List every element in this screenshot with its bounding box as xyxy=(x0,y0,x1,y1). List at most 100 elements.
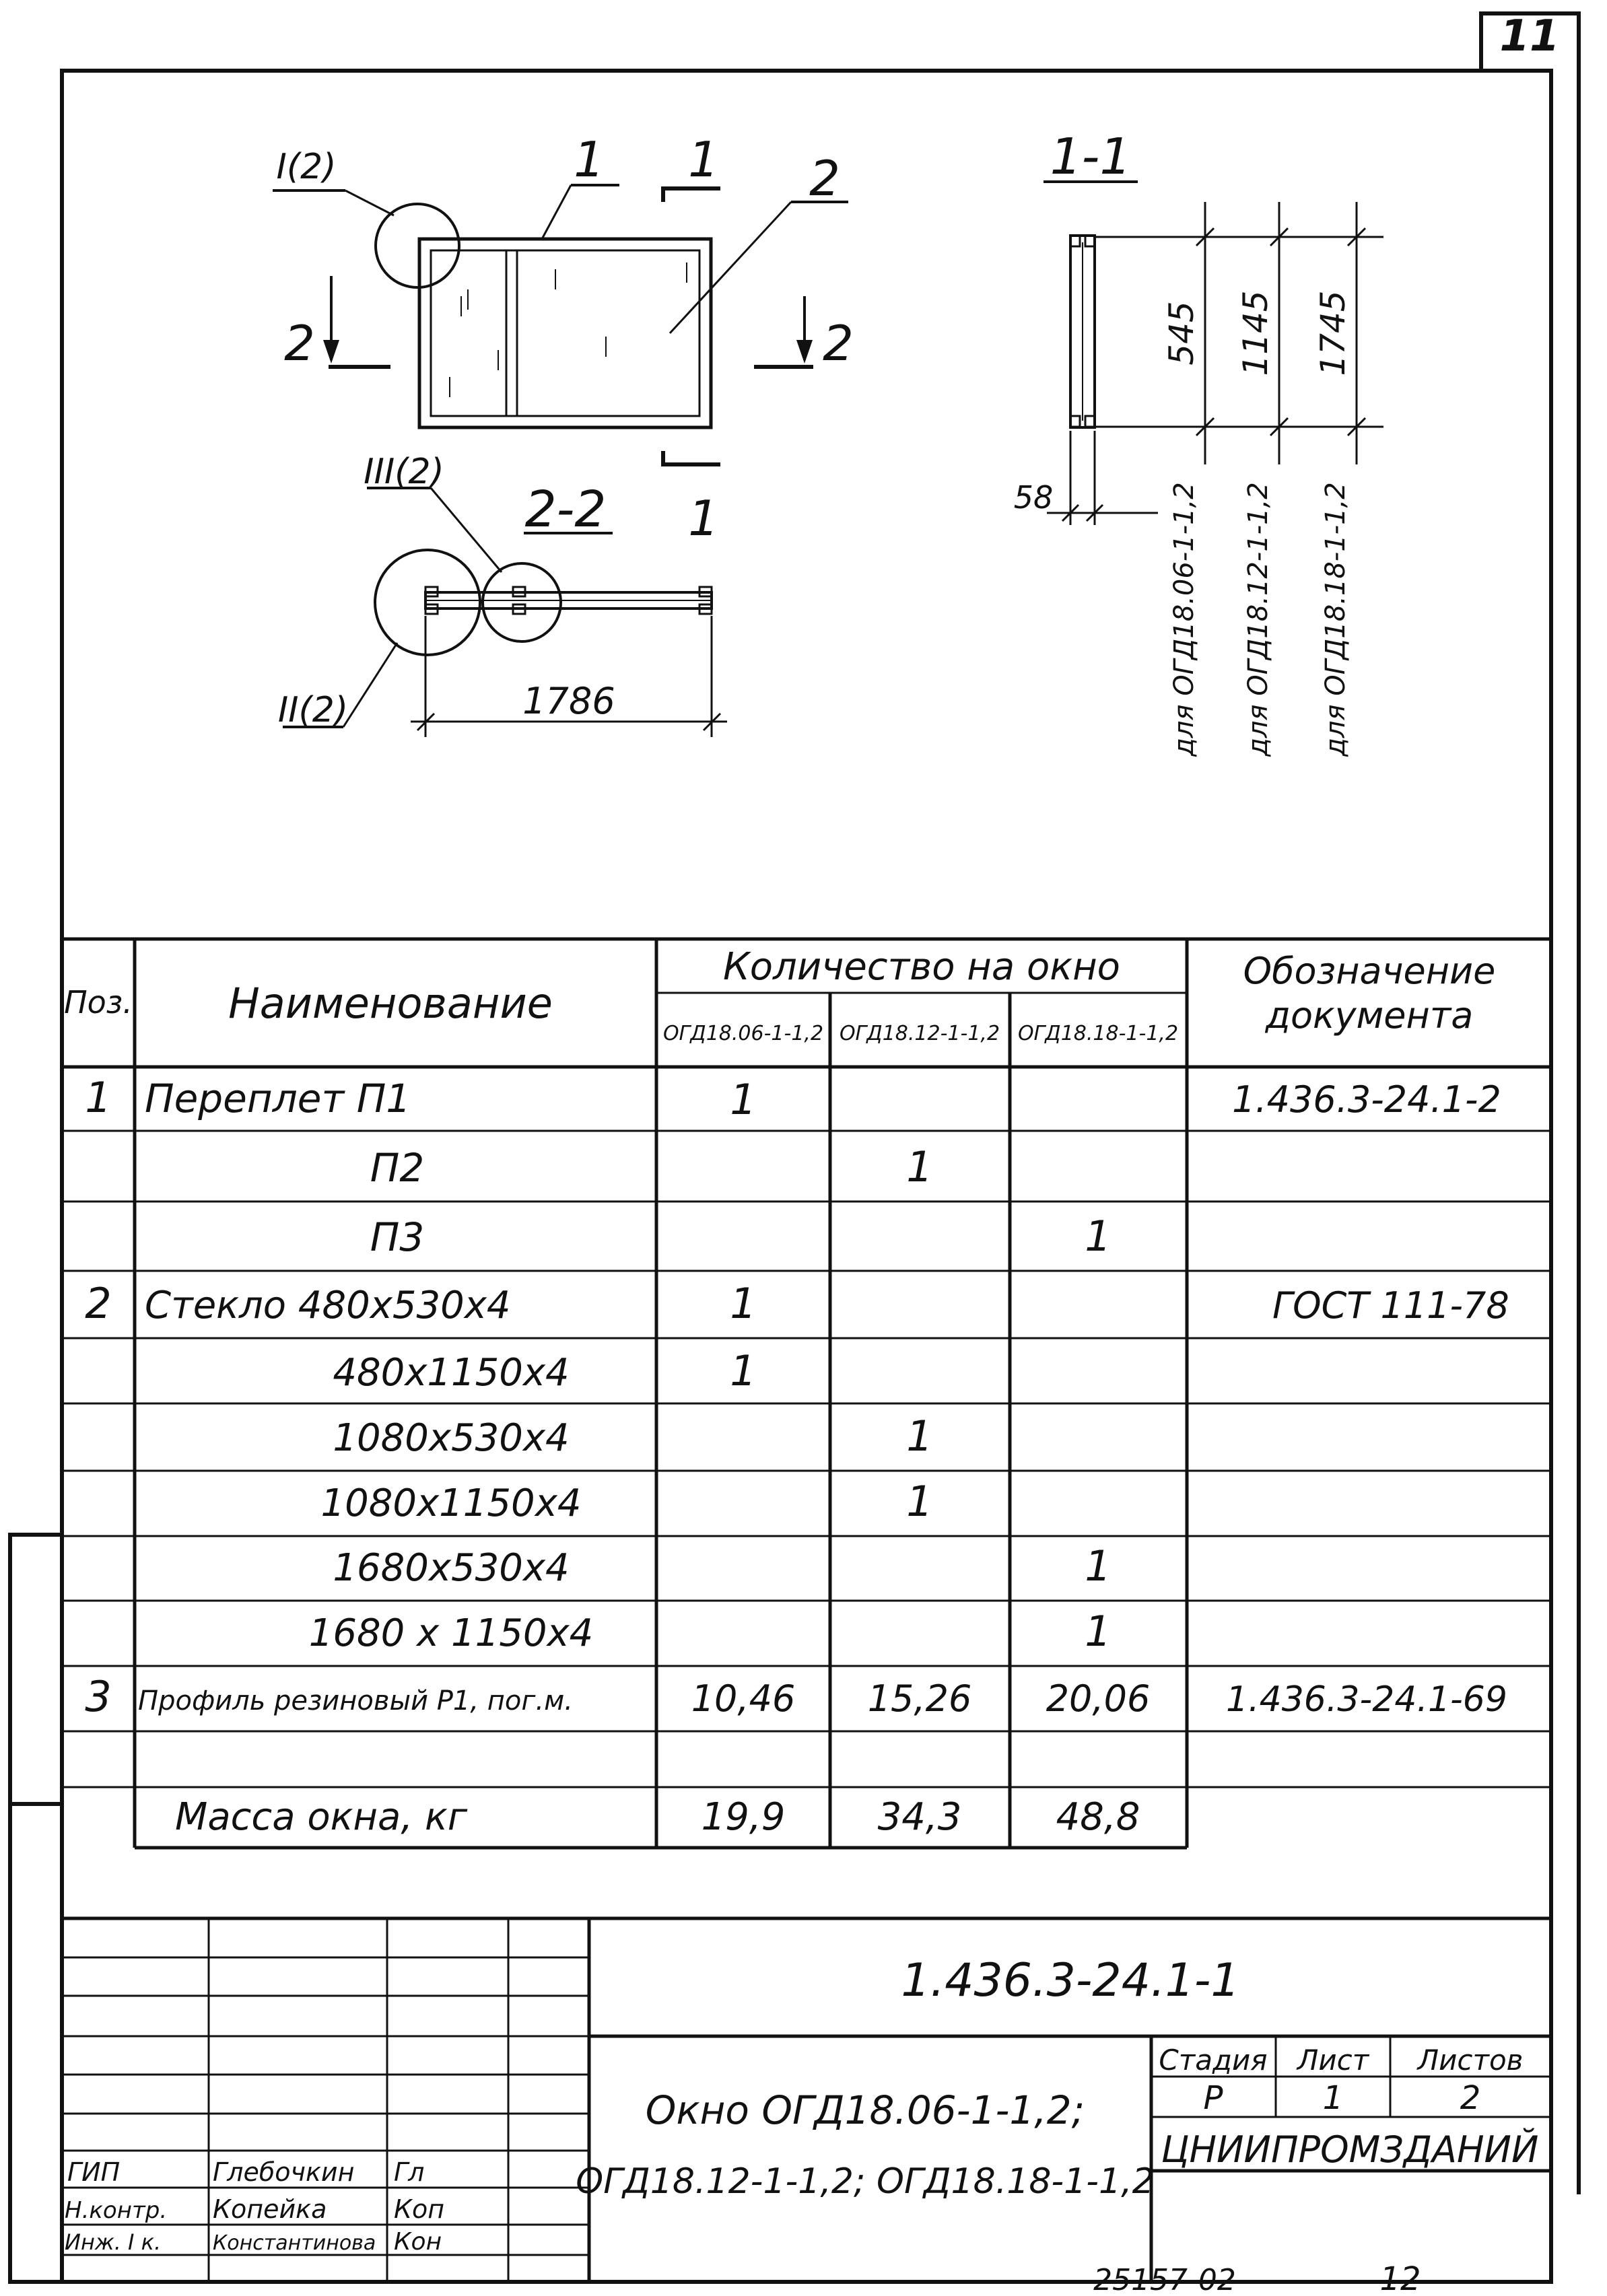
signature-mark: Коп xyxy=(394,2194,444,2224)
row-name: Стекло 480х530х4 xyxy=(145,1284,511,1327)
height-label-ogd18-12: для ОГД18.12-1-1,2 xyxy=(1243,482,1274,757)
header-qty-group: Количество на окно xyxy=(723,945,1120,989)
section-1-mark-top: 1 xyxy=(688,131,719,188)
row-name: П3 xyxy=(370,1214,425,1260)
signature-name: Константинова xyxy=(213,2231,376,2255)
row-qty-3: 1 xyxy=(1085,1607,1111,1656)
row-qty-2: 1 xyxy=(906,1477,932,1526)
signature-row: ГИП Глебочкин Гл xyxy=(67,2157,424,2187)
callout-I-label: I(2) xyxy=(277,147,337,187)
row-name: 480х1150х4 xyxy=(333,1351,569,1395)
header-name: Наименование xyxy=(228,979,553,1028)
title-block: 1.436.3-24.1-1 Окно ОГД18.06-1-1,2; ОГД1… xyxy=(62,1916,1551,2282)
table-row: Масса окна, кг 19,9 34,3 48,8 xyxy=(175,1795,1140,1839)
row-name: 1080х530х4 xyxy=(333,1416,569,1460)
section-2-2-width-dimension: 1786 xyxy=(522,680,615,722)
section-2-2-title: 2-2 xyxy=(525,481,607,538)
row-name: Масса окна, кг xyxy=(175,1795,468,1839)
table-row-lines xyxy=(62,1129,1551,1788)
sheet-frame xyxy=(8,11,1581,2284)
table-row: 1680х530х4 1 xyxy=(333,1541,1111,1591)
sheet-label: Лист xyxy=(1296,2044,1370,2077)
section-2-mark-right: 2 xyxy=(823,315,854,372)
table-row: П3 1 xyxy=(370,1212,1112,1261)
section-1-1-depth-dimension: 58 xyxy=(1014,479,1054,516)
position-2-label: 2 xyxy=(809,150,840,207)
header-qty-col-2: ОГД18.12-1-1,2 xyxy=(840,1022,1000,1045)
row-qty-1: 10,46 xyxy=(691,1677,796,1720)
sheets-value: 2 xyxy=(1460,2079,1481,2117)
stage-label: Стадия xyxy=(1159,2044,1267,2077)
signature-mark: Гл xyxy=(394,2157,424,2187)
position-1-label: 1 xyxy=(574,131,605,188)
height-dimension-1745: 1745 xyxy=(1313,290,1353,376)
row-qty-2: 15,26 xyxy=(868,1677,972,1720)
table-row: 1080х1150х4 1 xyxy=(321,1477,933,1526)
document-code: 1.436.3-24.1-1 xyxy=(901,1954,1239,2007)
row-qty-2: 1 xyxy=(906,1142,932,1191)
height-label-ogd18-06: для ОГД18.06-1-1,2 xyxy=(1169,482,1200,757)
header-pos: Поз. xyxy=(64,984,133,1020)
row-qty-2: 34,3 xyxy=(878,1795,962,1839)
row-qty-1: 19,9 xyxy=(702,1795,786,1839)
specification-table: Поз. Наименование Количество на окно ОГД… xyxy=(62,937,1551,1850)
height-dimension-1145: 1145 xyxy=(1236,290,1275,376)
title-line-2: ОГД18.12-1-1,2; ОГД18.18-1-1,2 xyxy=(576,2161,1154,2202)
table-row: 1080х530х4 1 xyxy=(333,1412,932,1461)
row-pos: 2 xyxy=(85,1279,111,1328)
table-row: 1680 х 1150х4 1 xyxy=(309,1607,1112,1656)
row-name: 1680х530х4 xyxy=(333,1546,569,1590)
row-name: П2 xyxy=(370,1145,425,1191)
table-row: 2 Стекло 480х530х4 1 ГОСТ 111-78 xyxy=(85,1279,1509,1328)
signature-role: Инж. I к. xyxy=(65,2229,161,2255)
row-qty-1: 1 xyxy=(730,1075,756,1124)
section-1-1-view: 1-1 58 545 1145 1745 для ОГД18.06-1-1,2 … xyxy=(1014,128,1383,757)
row-name: Профиль резиновый Р1, пог.м. xyxy=(138,1685,573,1716)
row-doc: 1.436.3-24.1-69 xyxy=(1226,1679,1507,1720)
signature-role: ГИП xyxy=(67,2157,120,2187)
row-qty-1: 1 xyxy=(730,1346,756,1395)
row-qty-3: 48,8 xyxy=(1056,1795,1140,1839)
height-label-ogd18-18: для ОГД18.18-1-1,2 xyxy=(1320,482,1351,757)
section-2-2-view: 2-2 III(2) II(2) 1786 xyxy=(278,452,727,737)
window-plan-view: I(2) 1 1 2 2 2 1 xyxy=(273,131,854,547)
signature-name: Копейка xyxy=(213,2194,327,2224)
row-qty-3: 1 xyxy=(1085,1212,1111,1261)
signature-name: Глебочкин xyxy=(213,2157,354,2187)
section-1-mark-bottom: 1 xyxy=(688,490,719,547)
table-row: 3 Профиль резиновый Р1, пог.м. 10,46 15,… xyxy=(85,1672,1507,1721)
row-name: Переплет П1 xyxy=(145,1076,411,1121)
stage-value: Р xyxy=(1204,2079,1223,2117)
header-doc: Обозначение документа xyxy=(1243,950,1496,1037)
row-qty-2: 1 xyxy=(906,1412,932,1461)
sheets-label: Листов xyxy=(1416,2044,1524,2077)
row-doc: ГОСТ 111-78 xyxy=(1272,1284,1509,1327)
header-qty-col-1: ОГД18.06-1-1,2 xyxy=(663,1022,823,1045)
title-line-1: Окно ОГД18.06-1-1,2; xyxy=(646,2087,1085,2133)
signature-row: Инж. I к. Константинова Кон xyxy=(65,2228,442,2256)
row-qty-3: 1 xyxy=(1085,1541,1111,1591)
signature-row: Н.контр. Копейка Коп xyxy=(65,2194,444,2224)
footer-page: 12 xyxy=(1379,2260,1421,2293)
signature-mark: Кон xyxy=(394,2228,442,2256)
row-pos: 1 xyxy=(85,1073,111,1122)
row-qty-1: 1 xyxy=(730,1279,756,1328)
row-doc: 1.436.3-24.1-2 xyxy=(1232,1078,1501,1121)
table-row: 480х1150х4 1 xyxy=(333,1346,756,1395)
organization-name: ЦНИИПРОМЗДАНИЙ xyxy=(1161,2128,1539,2171)
callout-III-label: III(2) xyxy=(364,452,444,492)
table-row: 1 Переплет П1 1 1.436.3-24.1-2 xyxy=(85,1073,1501,1124)
section-1-1-title: 1-1 xyxy=(1050,128,1132,186)
height-dimension-545: 545 xyxy=(1162,301,1201,365)
section-2-mark-left: 2 xyxy=(284,315,315,372)
signature-role: Н.контр. xyxy=(65,2197,167,2224)
row-name: 1680 х 1150х4 xyxy=(309,1611,594,1655)
page-number-top: 11 xyxy=(1499,11,1559,61)
callout-II-label: II(2) xyxy=(278,690,348,730)
table-row: П2 1 xyxy=(370,1142,933,1191)
footer-number: 25157-02 xyxy=(1093,2263,1236,2293)
row-name: 1080х1150х4 xyxy=(321,1482,582,1525)
sheet-value: 1 xyxy=(1323,2079,1344,2117)
row-pos: 3 xyxy=(85,1672,111,1721)
